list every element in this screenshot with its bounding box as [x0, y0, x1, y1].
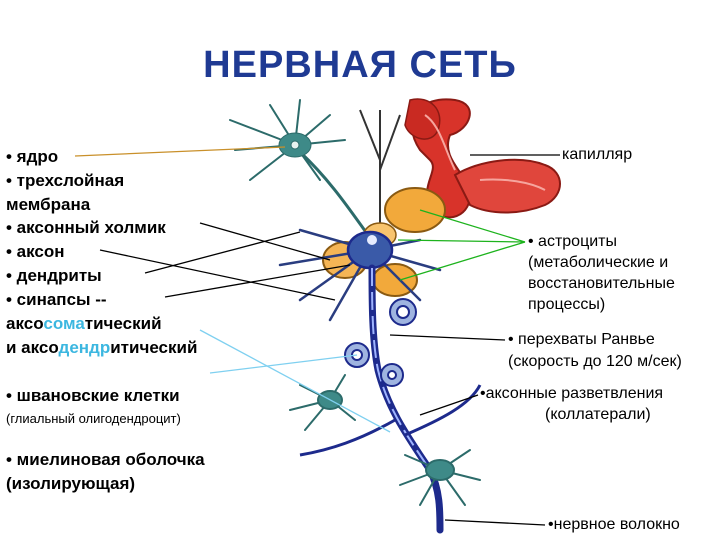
pointer-nucleus — [74, 146, 286, 157]
label-astrocytes-line2: (метаболические и — [528, 254, 669, 271]
upper-neuron — [229, 99, 370, 237]
lower-neuron-right — [399, 449, 481, 506]
pointer-myelin — [199, 329, 391, 433]
label-membrane-line2: мембрана — [6, 195, 91, 214]
label-nucleus: • ядро — [6, 147, 59, 166]
pointer-lines — [74, 146, 560, 526]
pointer-astro-1 — [419, 209, 526, 243]
label-axon-hillock: • аксонный холмик — [6, 218, 166, 237]
axon — [299, 264, 482, 534]
label-astrocytes-line1: • астроциты — [528, 233, 617, 250]
pointer-fiber — [444, 519, 546, 526]
label-myelin-line1: • миелиновая оболочка — [6, 450, 205, 469]
label-dendrites: • дендриты — [6, 266, 102, 285]
label-ranvier-line1: • перехваты Ранвье — [508, 331, 655, 348]
page-title: НЕРВНАЯ СЕТЬ — [203, 44, 517, 86]
pointer-axon — [99, 249, 336, 301]
schwann-cells — [344, 298, 417, 387]
label-axodendritic: и аксодендритический — [6, 338, 198, 357]
label-axosomatic: аксосоматический — [6, 314, 162, 333]
pointer-astro-2 — [397, 239, 526, 243]
pointer-dendrites — [144, 231, 301, 274]
label-ranvier-line2: (скорость до 120 м/сек) — [508, 353, 682, 370]
label-synapses: • синапсы -- — [6, 290, 107, 309]
pointer-schwann — [209, 354, 358, 374]
label-astrocytes-line4: процессы) — [528, 296, 606, 313]
label-nerve-fiber: •нервное волокно — [548, 516, 680, 533]
label-astrocytes-line3: восстановительные — [528, 275, 675, 292]
pointer-collaterals — [419, 394, 479, 416]
upper-dendrite-branches — [359, 109, 401, 240]
capillary-shape — [404, 98, 561, 219]
label-glial: (глиальный олигодендроцит) — [6, 411, 181, 426]
label-myelin-line2: (изолирующая) — [6, 474, 136, 493]
pointer-astro-3 — [399, 241, 526, 281]
pointer-synapses — [164, 264, 351, 298]
label-membrane-line1: • трехслойная — [6, 171, 125, 190]
main-neuron — [278, 228, 442, 322]
label-axon: • аксон — [6, 242, 65, 261]
label-collaterals-line1: •аксонные разветвления — [480, 385, 664, 402]
label-schwann-cells: • шванoвские клетки — [6, 386, 180, 405]
label-capillary: капилляр — [562, 146, 633, 163]
pointer-ranvier — [389, 334, 506, 341]
label-collaterals-line2: (коллатерали) — [545, 406, 651, 423]
